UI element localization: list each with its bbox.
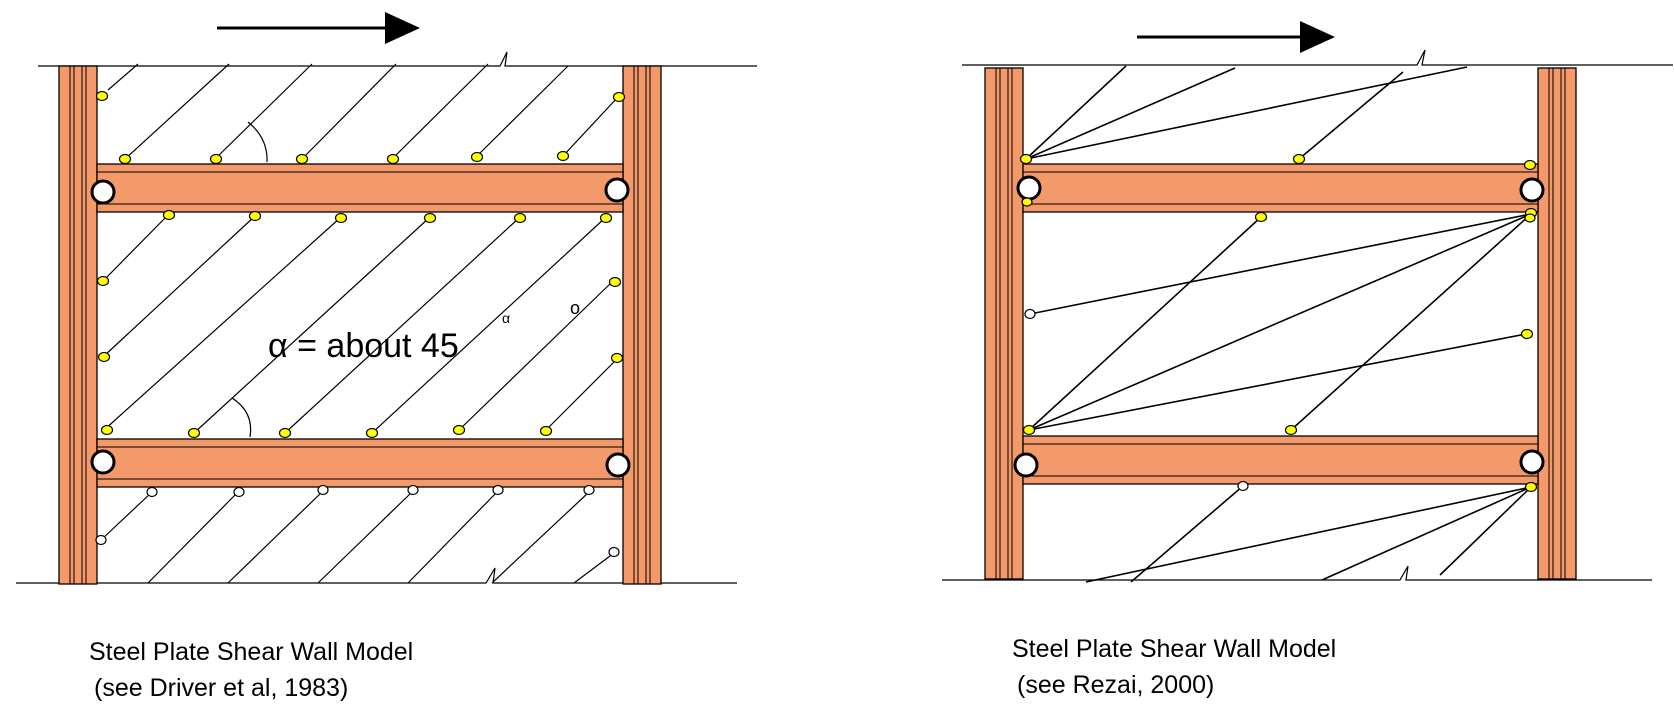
tension-strips [1025,65,1532,583]
connector-points [95,90,626,558]
right-model-caption: Steel Plate Shear Wall Model (see Rezai,… [1012,631,1336,703]
lower-beam [1022,435,1539,485]
upper-beam [1022,163,1539,213]
left-column [984,67,1024,580]
right-caption-line1: Steel Plate Shear Wall Model [1012,635,1337,663]
angle-superscript-alpha: α [502,310,510,326]
left-caption-line1: Steel Plate Shear Wall Model [89,638,414,666]
hinge-pin-icon [90,177,631,478]
degree-symbol: o [570,298,580,318]
lower-beam [96,438,624,488]
left-model: α = about 45 α o [16,12,757,585]
angle-arc-lower [231,397,252,438]
tension-strips [100,63,619,584]
right-column [622,65,662,585]
left-caption-line2: (see Driver et al, 1983) [94,674,349,702]
arrow-right-icon [1137,21,1335,53]
top-boundary-line [962,49,1673,66]
upper-beam [96,163,624,213]
right-column [1537,67,1577,580]
left-column [58,65,98,585]
left-model-caption: Steel Plate Shear Wall Model (see Driver… [89,634,413,706]
angle-label: α = about 45 [268,327,459,365]
top-boundary-line [38,51,757,67]
hinge-pin-icon [1013,175,1545,478]
angle-arc-upper [247,121,268,163]
right-caption-line2: (see Rezai, 2000) [1017,671,1215,699]
right-model [942,21,1673,583]
connector-points [1019,153,1538,493]
arrow-right-icon [217,12,420,44]
bottom-boundary-line [942,565,1652,581]
